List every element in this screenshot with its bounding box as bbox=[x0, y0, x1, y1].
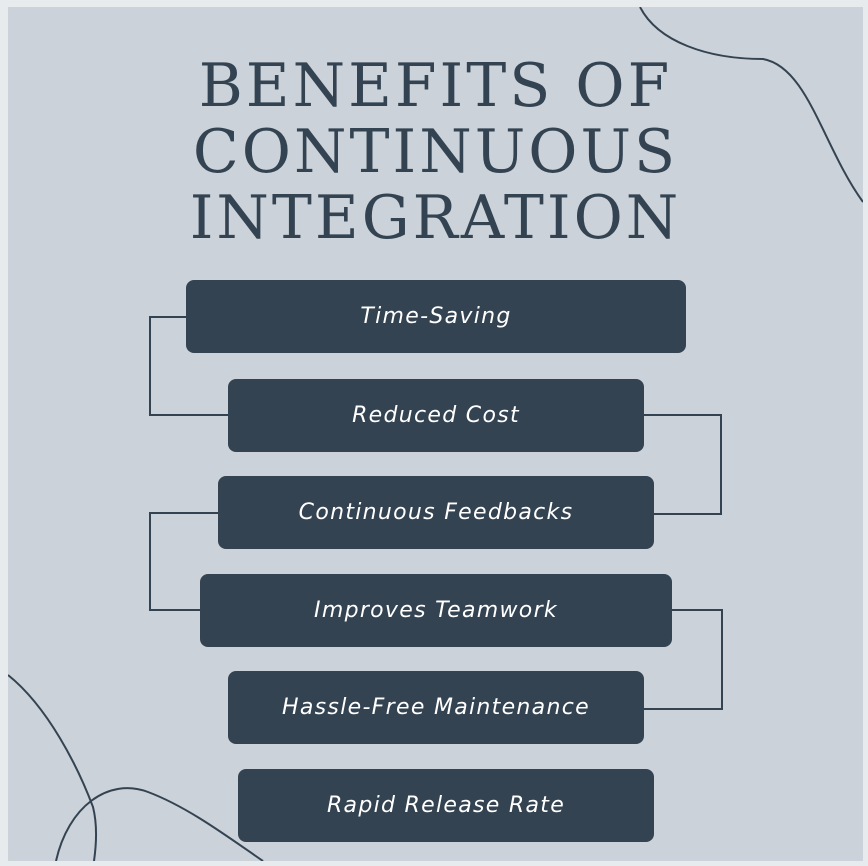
connector-lines bbox=[149, 316, 723, 710]
step-box-continuous-feedbacks: Continuous Feedbacks bbox=[218, 476, 654, 549]
step-box-hassle-free-maintenance: Hassle-Free Maintenance bbox=[228, 671, 644, 744]
step-label: Time-Saving bbox=[360, 304, 512, 329]
connector-4-5 bbox=[644, 609, 723, 710]
bottom-left-curve-1 bbox=[8, 674, 98, 861]
step-box-improves-teamwork: Improves Teamwork bbox=[200, 574, 672, 647]
step-box-rapid-release-rate: Rapid Release Rate bbox=[238, 769, 654, 842]
top-right-curve bbox=[639, 7, 863, 203]
connector-2-3 bbox=[644, 414, 722, 515]
connector-3-4 bbox=[149, 512, 218, 611]
title-line-2: CONTINUOUS bbox=[192, 117, 679, 187]
step-label: Continuous Feedbacks bbox=[298, 500, 574, 525]
title-line-3: INTEGRATION bbox=[189, 183, 682, 253]
step-box-reduced-cost: Reduced Cost bbox=[228, 379, 644, 452]
decorative-curves bbox=[8, 7, 863, 861]
connector-1-2 bbox=[149, 316, 228, 416]
infographic-canvas: BENEFITS OF CONTINUOUS INTEGRATION Time-… bbox=[8, 7, 863, 861]
title-line-1: BENEFITS OF bbox=[198, 51, 673, 121]
step-label: Hassle-Free Maintenance bbox=[282, 695, 590, 720]
step-box-time-saving: Time-Saving bbox=[186, 280, 686, 353]
step-label: Improves Teamwork bbox=[314, 598, 558, 623]
step-label: Rapid Release Rate bbox=[326, 793, 566, 818]
step-label: Reduced Cost bbox=[352, 403, 520, 428]
bottom-left-curve-2 bbox=[55, 787, 264, 861]
